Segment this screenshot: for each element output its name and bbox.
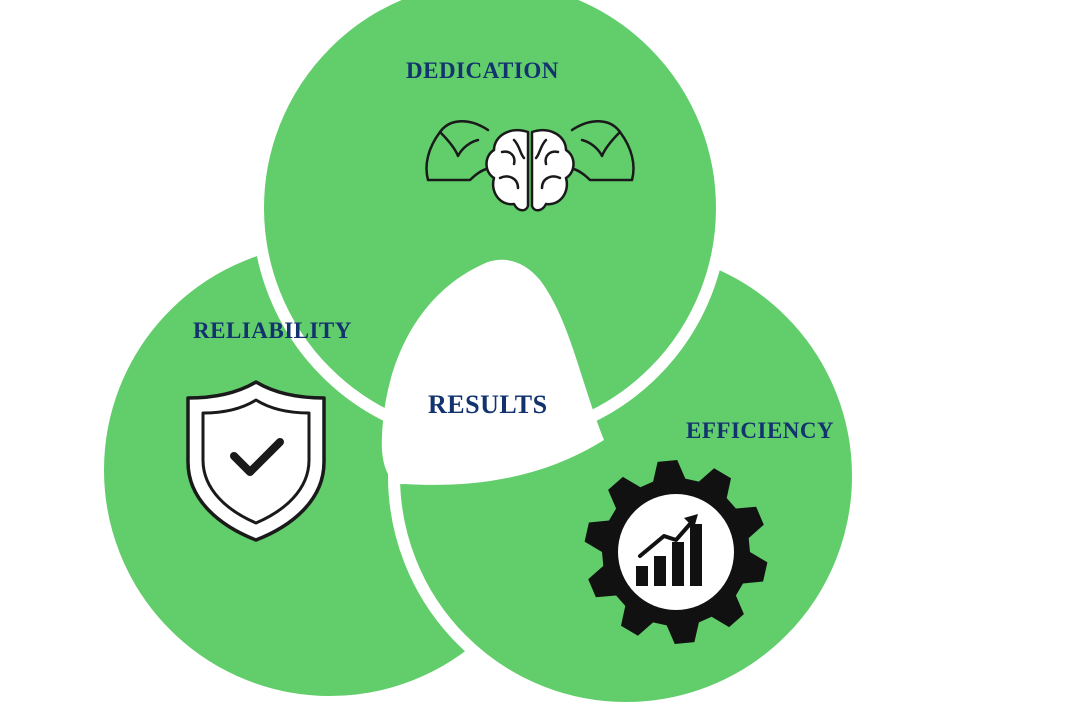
strong-brain-icon (425, 120, 635, 212)
gear-growth-chart-icon (584, 460, 768, 644)
center-results-region (381, 259, 604, 485)
center-label-results: RESULTS (428, 390, 548, 419)
segment-label-dedication: DEDICATION (406, 58, 559, 83)
segment-label-reliability: RELIABILITY (193, 318, 352, 343)
shield-check-icon (186, 380, 326, 542)
segment-label-efficiency: EFFICIENCY (686, 418, 835, 443)
circle-group (92, 0, 864, 714)
